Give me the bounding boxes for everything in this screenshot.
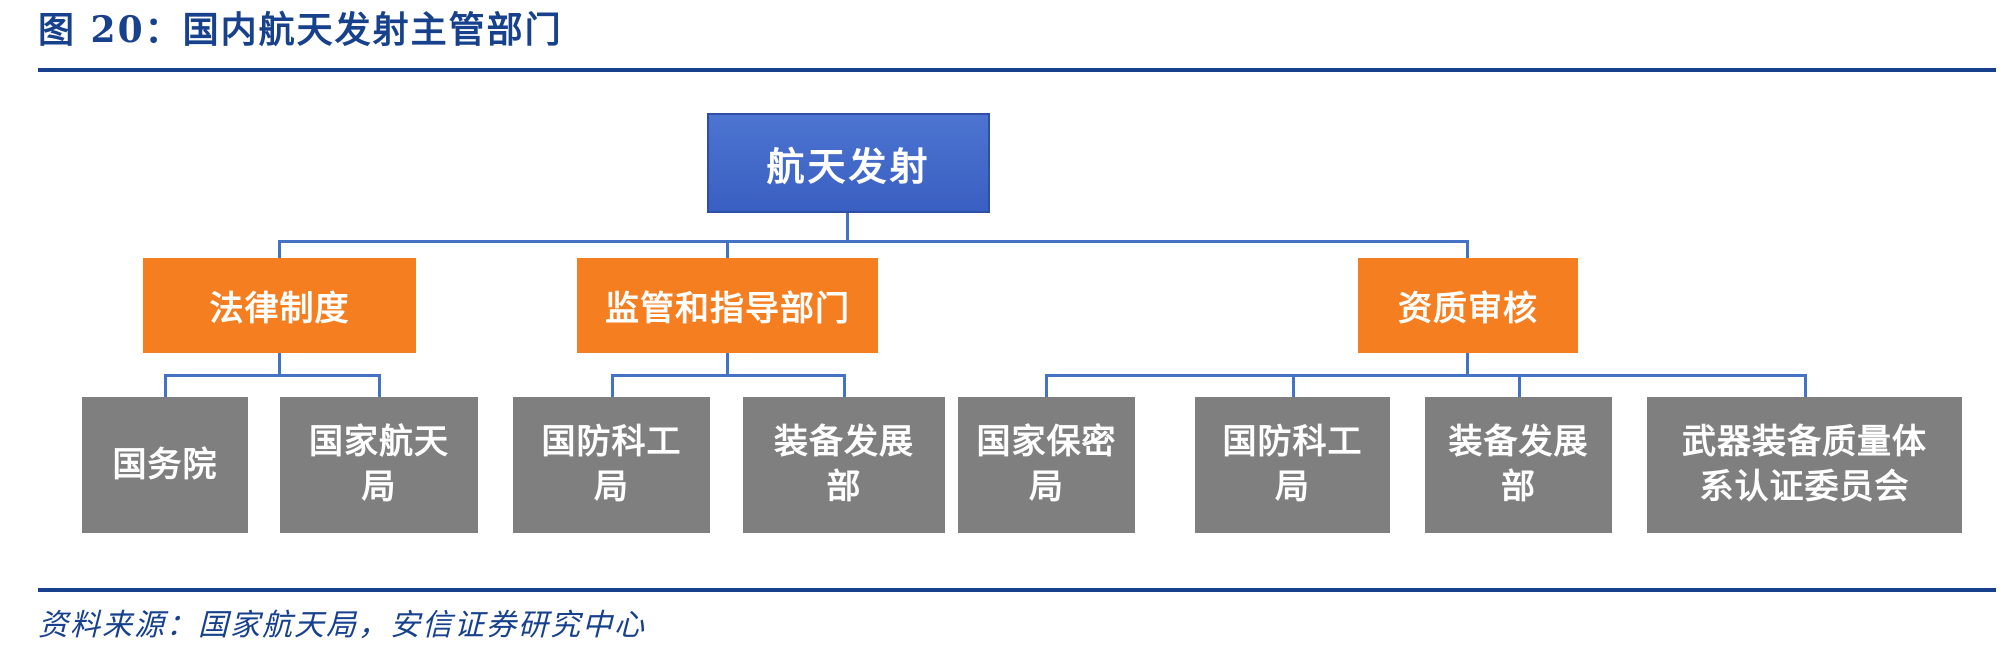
leaf-node-state-secrecy-bureau: 国家保密局 — [958, 397, 1135, 533]
leaf-node-sastind-1: 国防科工局 — [513, 397, 710, 533]
branch-node-qualification-review: 资质审核 — [1358, 258, 1578, 353]
leaf-node-equipment-dev-dept-2: 装备发展部 — [1425, 397, 1612, 533]
source-caption: 资料来源：国家航天局，安信证券研究中心 — [38, 608, 646, 643]
leaf-node-cnsa: 国家航天局 — [280, 397, 478, 533]
leaf-node-equipment-dev-dept-1: 装备发展部 — [743, 397, 945, 533]
leaf-node-state-council: 国务院 — [82, 397, 248, 533]
figure-title: 图 20：国内航天发射主管部门 — [38, 9, 563, 51]
root-node-space-launch: 航天发射 — [707, 113, 990, 213]
connector-root-stub — [846, 213, 849, 242]
connector-level2-rail — [278, 240, 1469, 243]
connector-rail-legal — [164, 374, 381, 377]
connector-drop-5 — [1045, 374, 1048, 397]
connector-drop-1 — [164, 374, 167, 397]
connector-drop-7 — [1518, 374, 1521, 397]
connector-drop-3 — [611, 374, 614, 397]
branch-node-legal-system: 法律制度 — [143, 258, 416, 353]
branch-node-supervision-guidance: 监管和指导部门 — [577, 258, 878, 353]
connector-drop-8 — [1804, 374, 1807, 397]
connector-drop-6 — [1292, 374, 1295, 397]
leaf-node-sastind-2: 国防科工局 — [1195, 397, 1390, 533]
connector-drop-4 — [843, 374, 846, 397]
connector-rail-supervision — [611, 374, 846, 377]
connector-drop-2 — [378, 374, 381, 397]
leaf-node-weapons-quality-cert-committee: 武器装备质量体系认证委员会 — [1647, 397, 1962, 533]
title-rule — [38, 68, 1996, 72]
bottom-rule — [38, 588, 1996, 592]
connector-rail-qualification — [1045, 374, 1807, 377]
